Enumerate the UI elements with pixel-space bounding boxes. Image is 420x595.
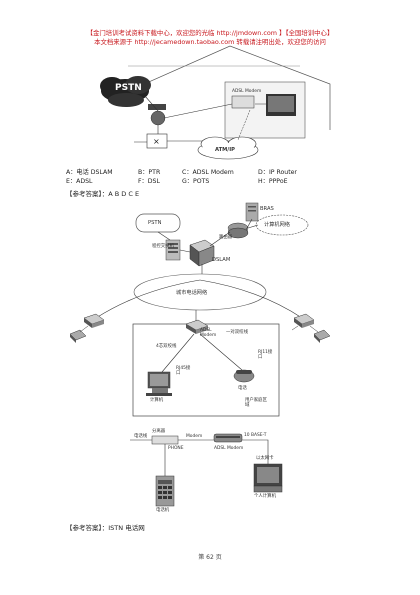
user-computer-icon xyxy=(146,371,172,396)
fig3-pc-icon xyxy=(253,463,283,493)
pair4-label: 4芯双绞线 xyxy=(156,344,177,349)
fig3-adsl-modem-label: ADSL Modem xyxy=(214,446,244,451)
page-number: 第 62 页 xyxy=(198,554,222,561)
dslam-cube-icon xyxy=(189,239,215,267)
fig3-pc-label: 个人计算机 xyxy=(254,494,276,499)
bras-server-icon xyxy=(245,202,259,222)
option-d: D：IP Router xyxy=(258,169,297,176)
option-a: A：电话 DSLAM xyxy=(66,169,113,176)
right-phone-icon xyxy=(313,329,331,343)
pstn-label-2: PSTN xyxy=(148,220,162,226)
answer-2: 【参考答案】：ISTN 电话网 xyxy=(66,524,145,532)
fig3-nic-label: 以太网卡 xyxy=(256,456,274,461)
dslam-label: DSLAM xyxy=(212,257,231,263)
fig3-phone-line-label: PHONE xyxy=(168,446,184,451)
pstn-label: PSTN xyxy=(115,83,142,93)
fig3-phone-label: 电话机 xyxy=(156,508,170,513)
bras-label: BRAS xyxy=(260,206,274,212)
fig3-phone-icon xyxy=(155,475,175,507)
pstn-cloud xyxy=(100,76,151,107)
router-icon xyxy=(227,222,249,239)
user-area-label: 用户家庭区域 xyxy=(245,398,267,408)
atm-ip-label: ATM/IP xyxy=(215,147,235,153)
fig3-line-label: 电话线 xyxy=(134,434,148,439)
header-line-2: 本文档来源于 http://jecamedown.taobao.com 转载请注… xyxy=(94,38,326,46)
option-h: H：PPPoE xyxy=(258,178,288,185)
fig3-adsl-modem-icon xyxy=(213,433,243,443)
adsl-modem-icon xyxy=(231,95,255,109)
splitter-box-icon xyxy=(151,435,179,445)
option-f: F：DSL xyxy=(138,178,160,185)
computer-label: 计算机 xyxy=(150,398,164,403)
atm-ip-cloud-icon xyxy=(197,136,259,160)
fig3-modem-line-label: Modem xyxy=(186,434,203,439)
phone-label: 电话 xyxy=(238,386,247,391)
fig3-splitter-label: 分离器 xyxy=(152,429,166,434)
adsl-modem-label: ADSL Modem xyxy=(232,89,262,94)
metro-network-label: 城市电话网络 xyxy=(176,290,208,296)
rj11-label: RJ11接口 xyxy=(258,350,273,360)
svg-text:×: × xyxy=(153,137,160,146)
metro-network-icon xyxy=(133,273,267,311)
header-line-1: 【金门培训考试资料下载中心，欢迎您的光临 http://jmdown.com 】… xyxy=(86,29,334,37)
user-adsl-modem-label: ADSL Modem xyxy=(200,328,217,338)
user-adsl-modem-icon xyxy=(185,319,209,334)
rj45-label: RJ45接口 xyxy=(176,366,191,376)
left-modem-icon xyxy=(83,313,105,328)
pair2-label: 一对双绞线 xyxy=(226,330,248,335)
user-phone-icon xyxy=(233,369,255,383)
switch-label: 程控交换机 xyxy=(152,244,174,249)
option-b: B：PTR xyxy=(138,169,161,176)
option-g: G：POTS xyxy=(182,178,210,185)
fig3-ethernet-label: 10 BASE-T xyxy=(244,433,267,438)
left-phone-icon xyxy=(69,329,87,343)
router-label: 路由器 xyxy=(219,235,233,240)
computer-network-label: 计算机网络 xyxy=(264,222,290,228)
option-c: C：ADSL Modem xyxy=(182,169,234,176)
answer-1: 【参考答案】：A B D C E xyxy=(66,190,140,198)
computer-network-cloud-icon xyxy=(255,214,309,236)
option-e: E：ADSL xyxy=(66,178,93,185)
right-modem-icon xyxy=(293,313,315,328)
